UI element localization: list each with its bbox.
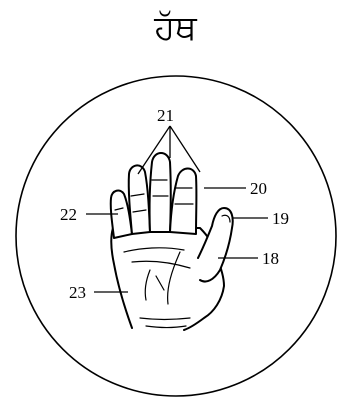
ring-finger bbox=[129, 165, 150, 234]
label-index-finger: 20 bbox=[250, 179, 267, 198]
hand-drawing bbox=[111, 153, 233, 330]
label-palm: 23 bbox=[69, 283, 86, 302]
label-thumb-tip: 19 bbox=[272, 209, 289, 228]
label-little-finger: 22 bbox=[60, 205, 77, 224]
middle-finger bbox=[150, 153, 171, 232]
index-finger bbox=[170, 169, 196, 235]
label-thumb: 18 bbox=[262, 249, 279, 268]
thumb bbox=[198, 208, 233, 282]
label-fingers: 21 bbox=[157, 106, 174, 125]
